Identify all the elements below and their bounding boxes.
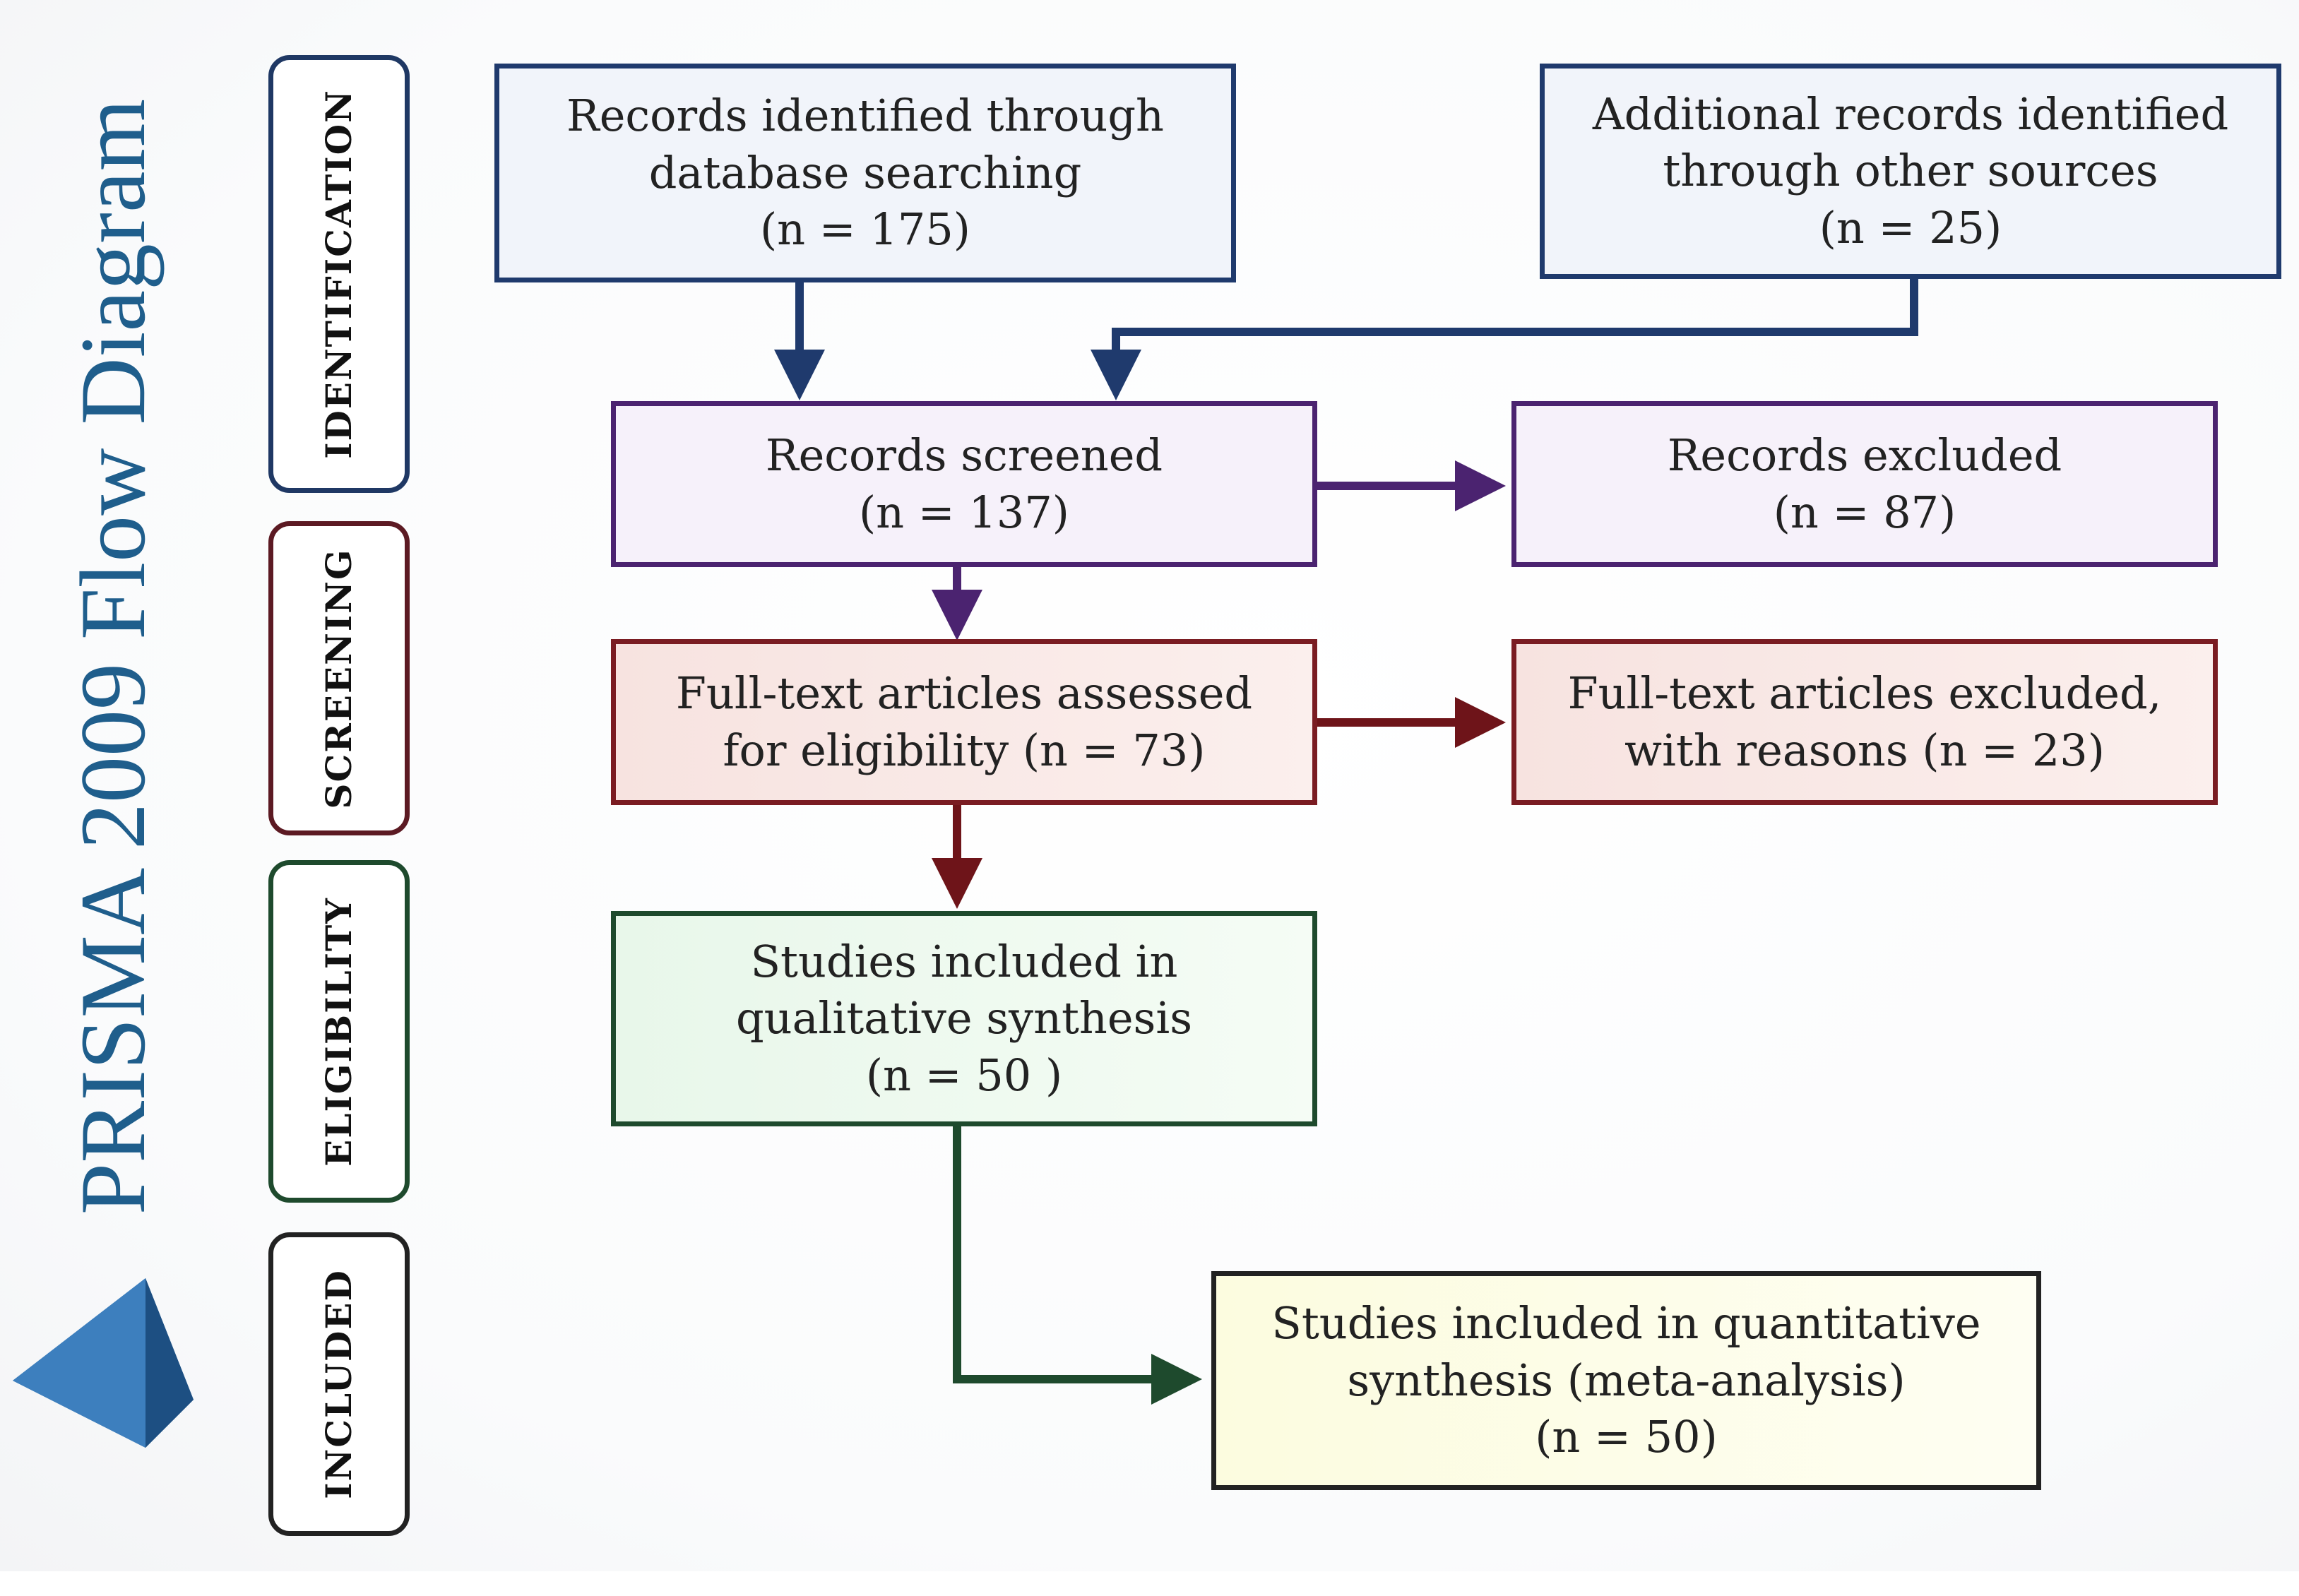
- box-records-excluded-count: (n = 87): [1773, 486, 1956, 538]
- arrow-qualitative-to-quantitative: [953, 1126, 1202, 1405]
- box-fulltext-excluded-line-2: with reasons (n = 23): [1624, 724, 2105, 776]
- box-fulltext-assessed-line-2: for eligibility (n = 73): [723, 724, 1206, 776]
- box-records-excluded-line-1: Records excluded: [1667, 429, 2062, 481]
- arrow-other-sources-to-screened: [1091, 279, 1918, 400]
- box-qualitative-line-1: Studies included in: [750, 935, 1178, 987]
- box-records-excluded: Records excluded (n = 87): [1511, 401, 2218, 567]
- stage-screening: SCREENING: [268, 521, 410, 835]
- box-fulltext-assessed-line-1: Full-text articles assessed: [675, 667, 1253, 719]
- stage-included: INCLUDED: [268, 1232, 410, 1536]
- box-database-search-line-1: Records identified through: [566, 90, 1164, 142]
- diagram-title-area: PRISMA 2009 Flow Diagram: [42, 85, 184, 1229]
- box-other-sources-line-1: Additional records identified: [1592, 88, 2229, 140]
- box-qualitative-line-2: qualitative synthesis: [735, 992, 1193, 1044]
- stage-label-identification: IDENTIFICATION: [318, 89, 360, 459]
- box-other-sources: Additional records identified through ot…: [1540, 64, 2281, 279]
- box-fulltext-excluded-line-1: Full-text articles excluded,: [1567, 667, 2162, 719]
- box-qualitative-count: (n = 50 ): [865, 1049, 1063, 1101]
- box-records-screened-line-1: Records screened: [765, 429, 1163, 481]
- box-records-screened-count: (n = 137): [858, 486, 1069, 538]
- box-quantitative-line-1: Studies included in quantitative: [1271, 1297, 1981, 1350]
- box-records-screened: Records screened (n = 137): [611, 401, 1317, 567]
- box-qualitative-synthesis: Studies included in qualitative synthesi…: [611, 911, 1317, 1126]
- box-database-search-line-2: database searching: [648, 146, 1082, 198]
- box-other-sources-line-2: through other sources: [1663, 145, 2158, 197]
- box-database-search-count: (n = 175): [759, 203, 970, 256]
- blue-pyramid-icon: [13, 1278, 194, 1448]
- box-other-sources-count: (n = 25): [1819, 201, 2002, 254]
- stage-label-included: INCLUDED: [318, 1269, 360, 1499]
- box-quantitative-count: (n = 50): [1535, 1411, 1718, 1463]
- diagram-title: PRISMA 2009 Flow Diagram: [61, 98, 165, 1215]
- box-database-search: Records identified through database sear…: [494, 64, 1236, 282]
- box-fulltext-excluded: Full-text articles excluded, with reason…: [1511, 639, 2218, 805]
- box-fulltext-assessed: Full-text articles assessed for eligibil…: [611, 639, 1317, 805]
- box-quantitative-line-2: synthesis (meta-analysis): [1347, 1354, 1906, 1406]
- stage-eligibility: ELIGIBILITY: [268, 860, 410, 1203]
- stage-identification: IDENTIFICATION: [268, 55, 410, 493]
- box-quantitative-synthesis: Studies included in quantitative synthes…: [1211, 1271, 2041, 1490]
